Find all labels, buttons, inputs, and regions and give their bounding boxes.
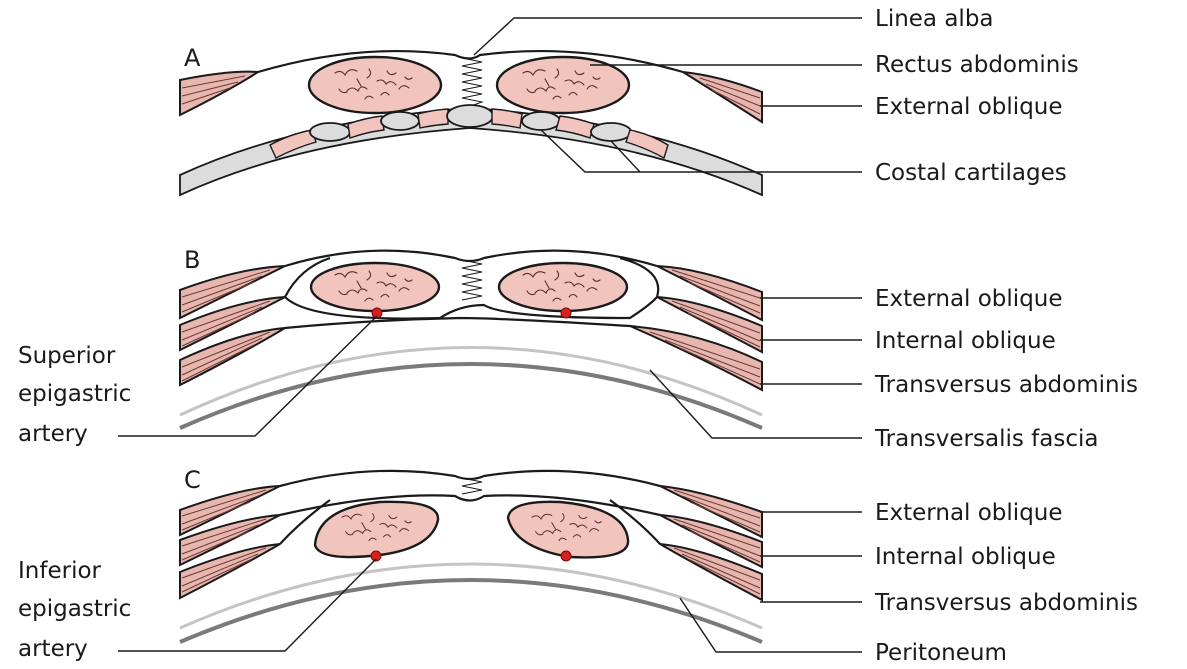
transversalis-fascia-c: [180, 564, 762, 628]
leader-inferior-epigastric: [118, 559, 376, 651]
label-superior: Superior: [18, 343, 116, 369]
label-epigastric-b: epigastric: [18, 381, 131, 407]
label-transversus-abdominis-c: Transversus abdominis: [874, 590, 1138, 616]
label-artery-b: artery: [18, 421, 88, 447]
costal-cartilage: [591, 123, 631, 141]
label-external-oblique-a: External oblique: [875, 94, 1063, 120]
costal-cartilage: [310, 123, 350, 141]
inferior-epigastric-artery-right: [561, 551, 571, 561]
rectus-abdominis-left-a: [309, 57, 441, 113]
label-peritoneum: Peritoneum: [875, 640, 1007, 666]
panel-a-letter: A: [184, 44, 201, 72]
label-costal-cartilages: Costal cartilages: [875, 160, 1067, 186]
rectus-abdominis-right-b: [499, 263, 627, 311]
superior-epigastric-artery-right: [561, 308, 571, 318]
panel-a: A: [180, 6, 1079, 195]
linea-alba-c: [462, 478, 482, 494]
label-epigastric-c: epigastric: [18, 596, 131, 622]
label-inferior: Inferior: [18, 558, 102, 584]
label-rectus-abdominis: Rectus abdominis: [875, 52, 1079, 78]
linea-alba-b: [462, 260, 482, 300]
panel-b-letter: B: [184, 246, 200, 274]
costal-cartilage: [522, 112, 560, 130]
label-internal-oblique-c: Internal oblique: [875, 544, 1056, 570]
rectus-abdominis-left-c: [315, 502, 438, 557]
peritoneum-c: [180, 580, 762, 642]
label-transversalis-fascia: Transversalis fascia: [874, 426, 1098, 452]
external-oblique-right: [683, 72, 762, 122]
label-external-oblique-b: External oblique: [875, 286, 1063, 312]
label-artery-c: artery: [18, 636, 88, 662]
label-linea-alba: Linea alba: [875, 6, 994, 32]
panel-c-letter: C: [184, 466, 201, 494]
leader-linea-alba: [474, 18, 862, 55]
costal-cartilage: [381, 112, 419, 130]
rectus-abdominis-left-b: [311, 263, 439, 311]
panel-c: C: [18, 466, 1138, 666]
costal-cartilage: [447, 105, 493, 127]
label-external-oblique-c: External oblique: [875, 500, 1063, 526]
panel-b: B: [18, 246, 1138, 452]
label-transversus-abdominis-b: Transversus abdominis: [874, 372, 1138, 398]
rectus-abdominis-right-c: [508, 502, 628, 558]
label-internal-oblique-b: Internal oblique: [875, 328, 1056, 354]
linea-alba-a: [462, 58, 482, 108]
peritoneum-b: [180, 364, 762, 428]
transversalis-fascia-b: [180, 348, 762, 416]
